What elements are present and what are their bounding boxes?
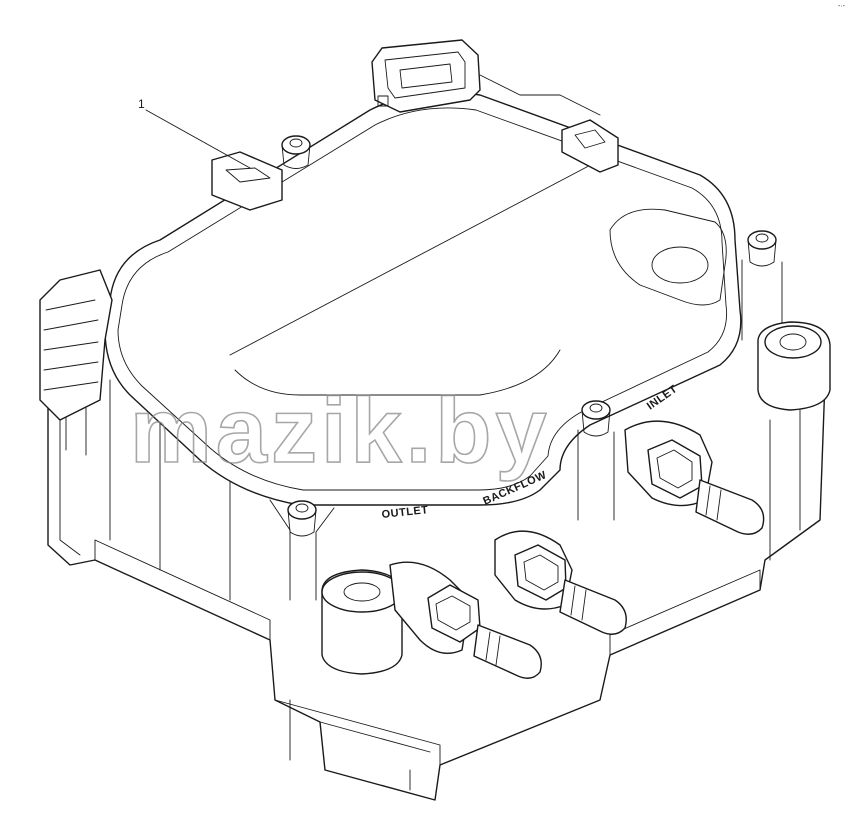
mount-boss-right (757, 321, 831, 411)
side-grip (39, 269, 113, 421)
outlet-fitting (389, 561, 542, 679)
electrical-connector (371, 39, 601, 116)
callout-leader-line (145, 109, 251, 169)
lower-housing (47, 359, 826, 801)
mount-tab-left (211, 151, 283, 211)
screw-top (281, 135, 311, 169)
callout-number: 1 (138, 97, 145, 111)
watermark-text: mazik.by (130, 380, 551, 482)
mount-boss-front (321, 569, 403, 675)
backflow-fitting (494, 530, 627, 635)
inlet-fitting (624, 420, 765, 535)
corner-mark: -·- (838, 3, 846, 10)
callout-1: 1 (138, 97, 251, 169)
label-outlet: OUTLET (381, 504, 429, 521)
screw-front-left (269, 499, 335, 601)
mount-tab-right (561, 119, 619, 173)
screw-right (741, 230, 783, 341)
screw-front-middle (577, 400, 615, 521)
